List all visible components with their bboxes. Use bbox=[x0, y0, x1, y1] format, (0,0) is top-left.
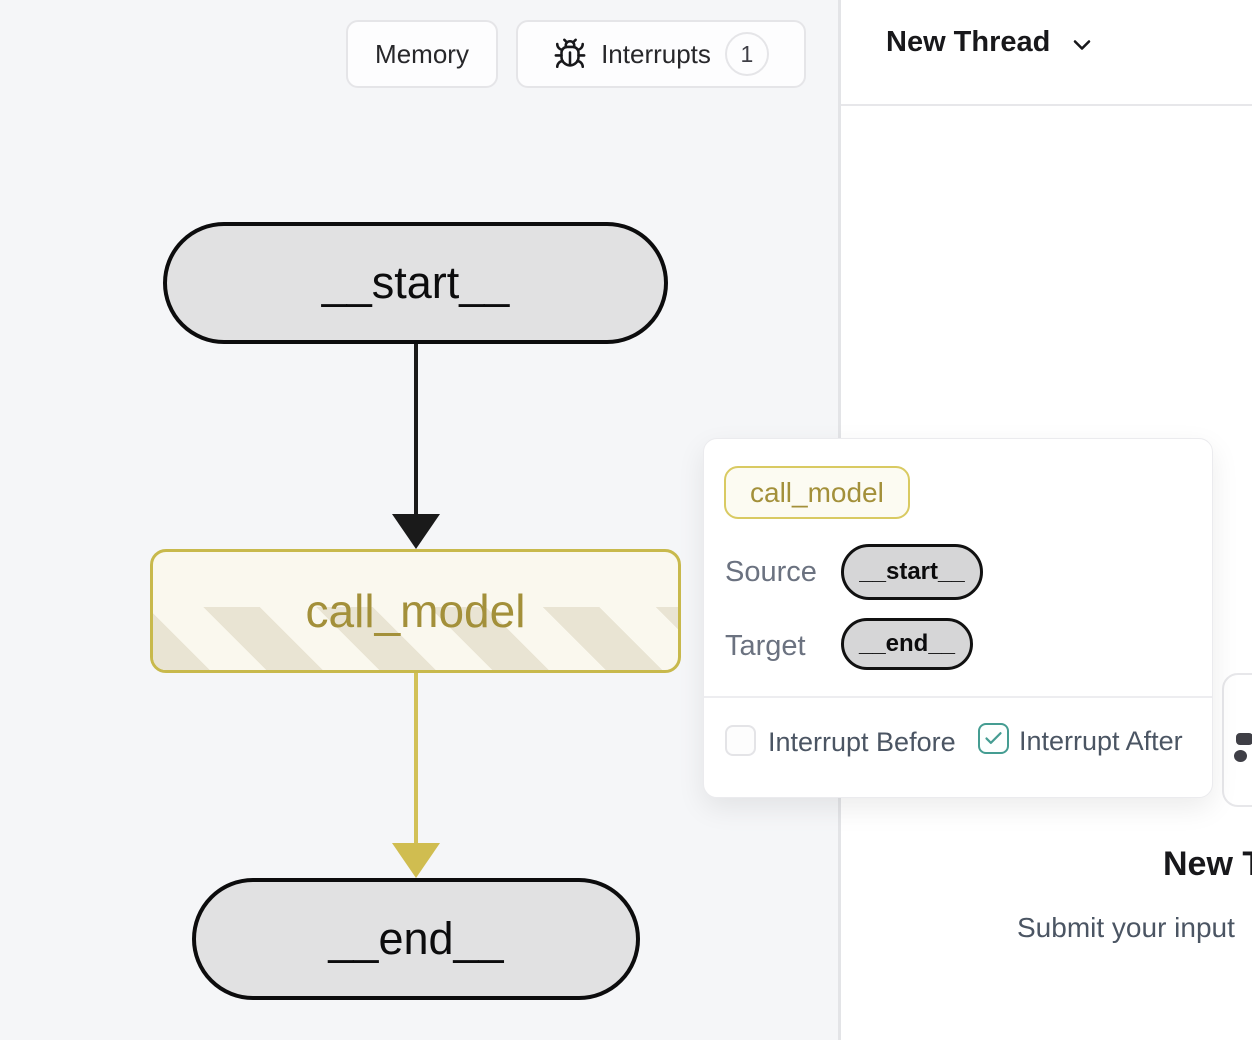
source-label: Source bbox=[725, 556, 817, 588]
interrupts-button-label: Interrupts bbox=[601, 38, 711, 69]
bug-icon bbox=[554, 38, 586, 69]
graph-node-end[interactable]: __end__ bbox=[192, 878, 640, 1000]
chevron-down-icon bbox=[1074, 39, 1091, 50]
interrupt-stripes-overlay bbox=[153, 607, 678, 670]
target-label: Target bbox=[725, 630, 806, 662]
memory-button[interactable]: Memory bbox=[346, 20, 498, 88]
interrupt-after-checkbox[interactable] bbox=[978, 723, 1009, 754]
graph-node-end-label: __end__ bbox=[328, 913, 504, 964]
side-button-icon bbox=[1236, 733, 1252, 745]
node-details-popup: call_model Source __start__ Target __end… bbox=[703, 438, 1213, 798]
target-node-pill: __end__ bbox=[841, 618, 973, 670]
memory-button-label: Memory bbox=[375, 38, 469, 69]
graph-node-call-model-label: call_model bbox=[305, 585, 526, 637]
interrupts-count-badge: 1 bbox=[724, 32, 769, 76]
check-icon bbox=[985, 732, 1002, 745]
thread-dropdown-label: New Thread bbox=[886, 26, 1051, 58]
source-node-pill: __start__ bbox=[841, 544, 983, 600]
thread-dropdown[interactable]: New Thread bbox=[886, 26, 1096, 59]
graph-node-start[interactable]: __start__ bbox=[163, 222, 668, 344]
side-button-icon bbox=[1234, 750, 1247, 762]
side-button[interactable] bbox=[1222, 673, 1252, 807]
graph-node-start-label: __start__ bbox=[321, 257, 510, 308]
popup-footer-divider bbox=[704, 696, 1212, 698]
interrupts-button[interactable]: Interrupts 1 bbox=[516, 20, 806, 88]
thread-header-divider bbox=[841, 104, 1252, 106]
graph-node-call-model[interactable]: call_model bbox=[150, 549, 681, 673]
empty-state-subtitle: Submit your input bbox=[1017, 912, 1235, 943]
interrupt-before-label: Interrupt Before bbox=[768, 727, 956, 757]
empty-state-title: New Thread bbox=[1163, 845, 1252, 883]
graph-canvas[interactable]: Memory Interrupts 1 __start__ bbox=[0, 0, 838, 1040]
interrupt-before-checkbox[interactable] bbox=[725, 725, 756, 756]
popup-node-badge: call_model bbox=[724, 466, 910, 519]
interrupt-after-label: Interrupt After bbox=[1019, 726, 1183, 756]
